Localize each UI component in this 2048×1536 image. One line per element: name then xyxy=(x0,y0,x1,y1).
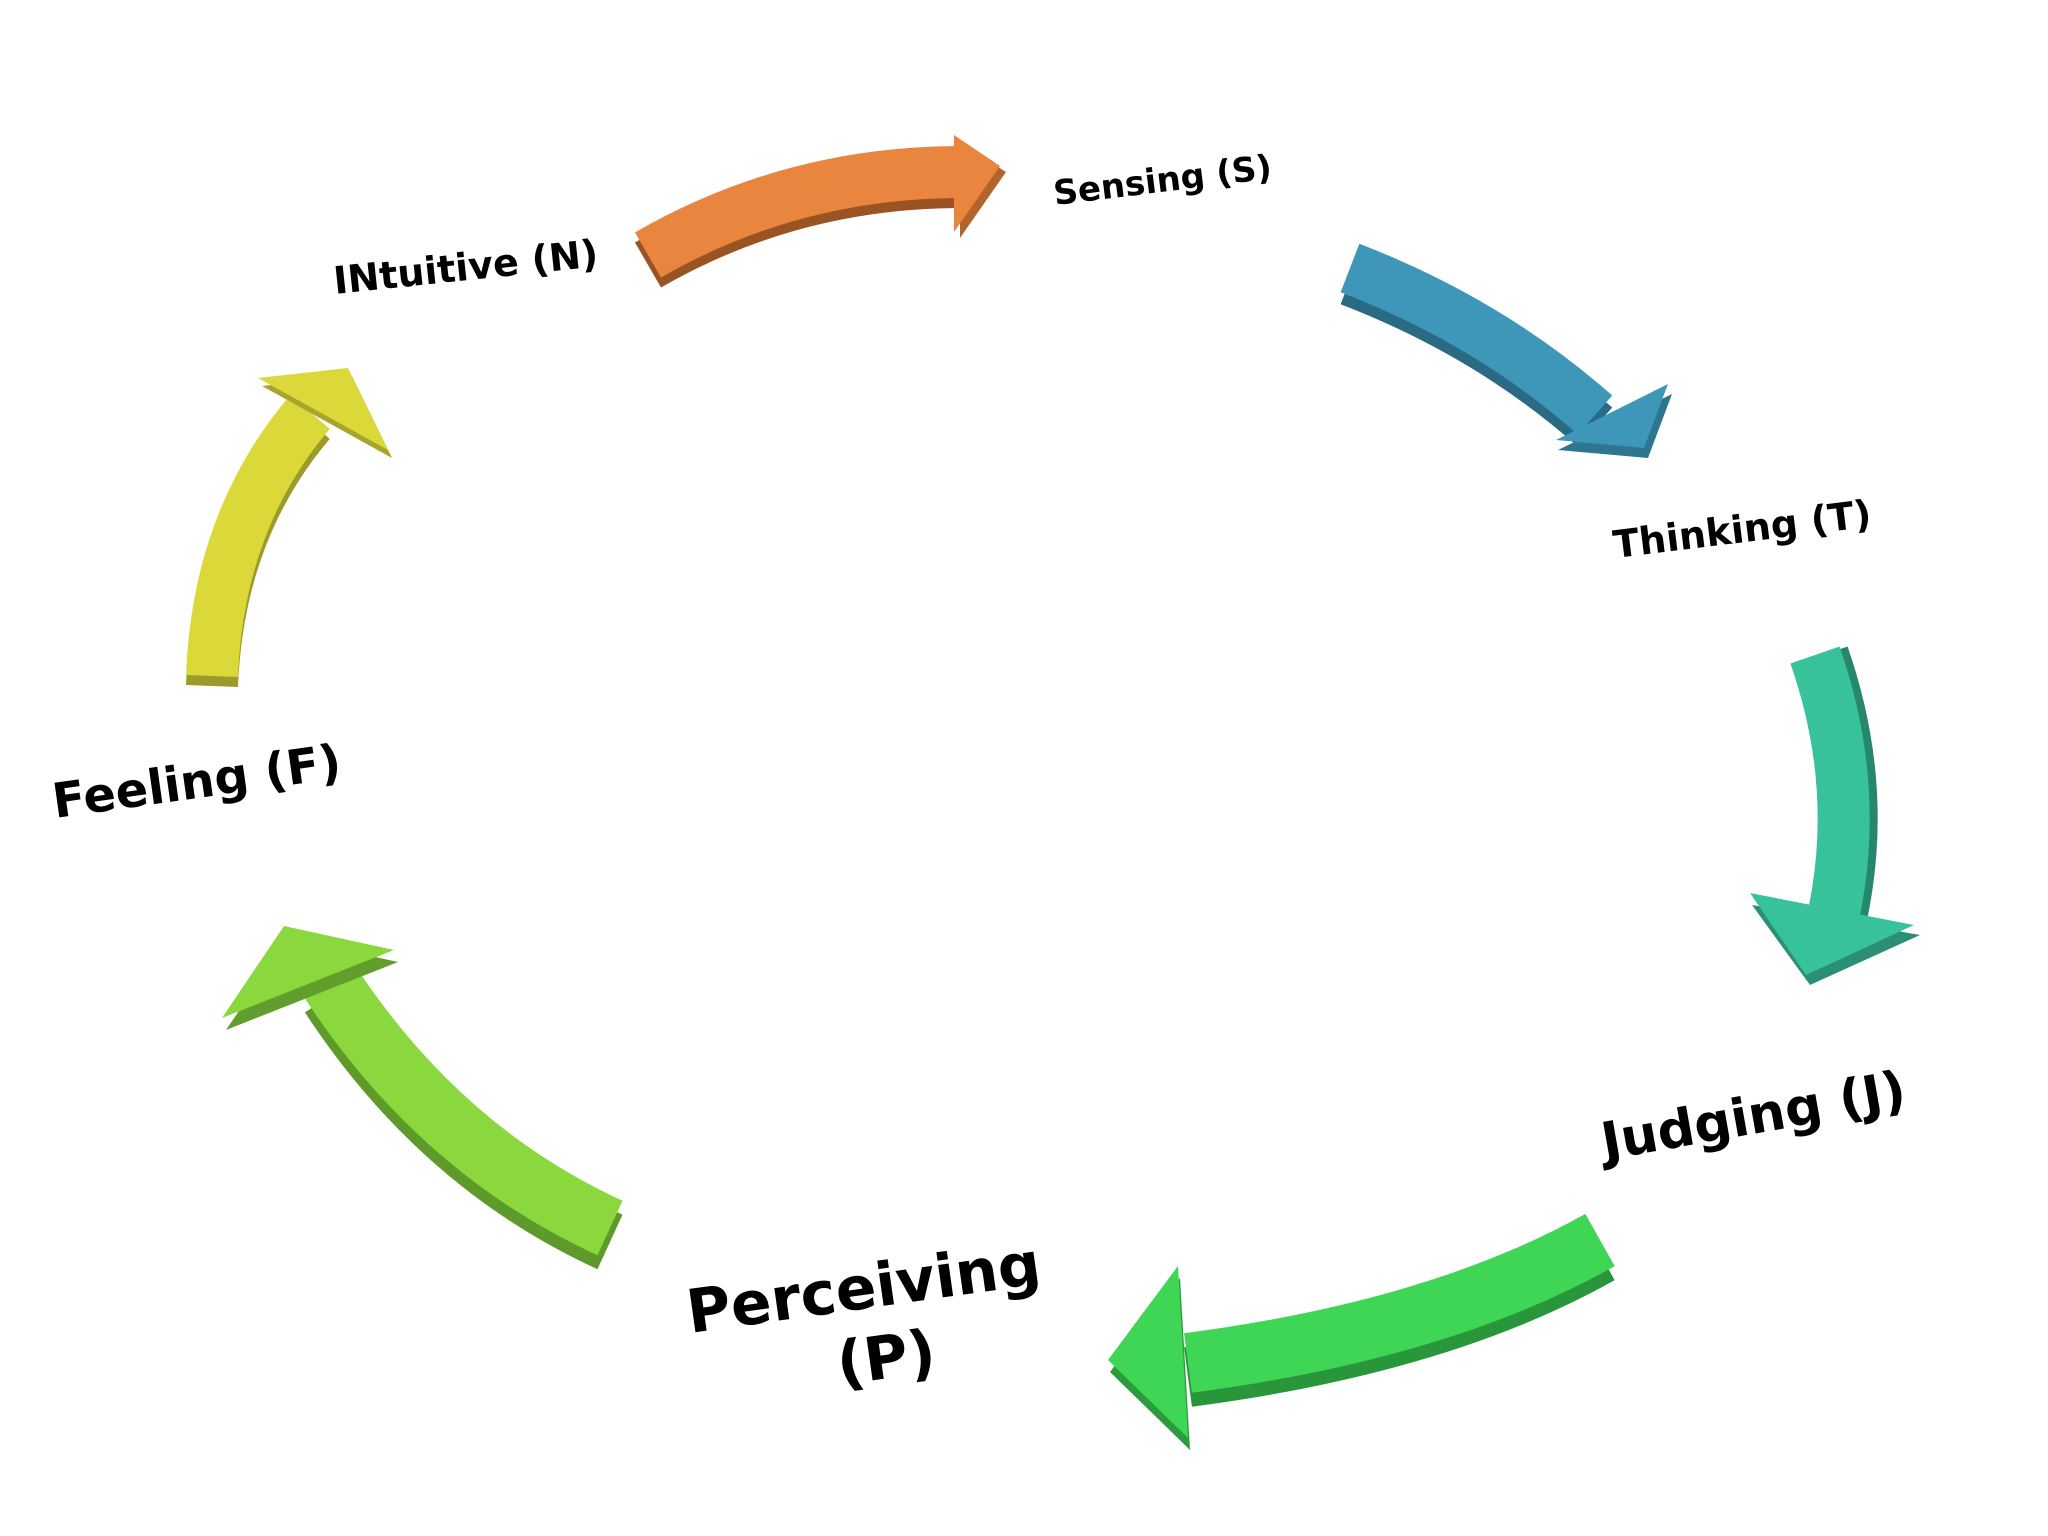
arrow-perceiving-to-feeling xyxy=(222,926,623,1270)
arrow-sensing-to-thinking xyxy=(1340,243,1672,458)
label-perceiving-line2: (P) xyxy=(832,1317,940,1400)
arrow-thinking-to-judging xyxy=(1750,646,1920,985)
label-feeling: Feeling (F) xyxy=(49,734,345,830)
label-judging: Judging (J) xyxy=(1594,1060,1911,1173)
label-thinking: Thinking (T) xyxy=(1611,492,1874,567)
arrow-intuitive-to-sensing xyxy=(635,135,1006,288)
arrow-feeling-to-intuitive xyxy=(186,368,392,688)
arrow-judging-to-perceiving xyxy=(1108,1213,1615,1450)
label-intuitive: INtuitive (N) xyxy=(331,231,600,303)
label-sensing: Sensing (S) xyxy=(1051,147,1274,213)
